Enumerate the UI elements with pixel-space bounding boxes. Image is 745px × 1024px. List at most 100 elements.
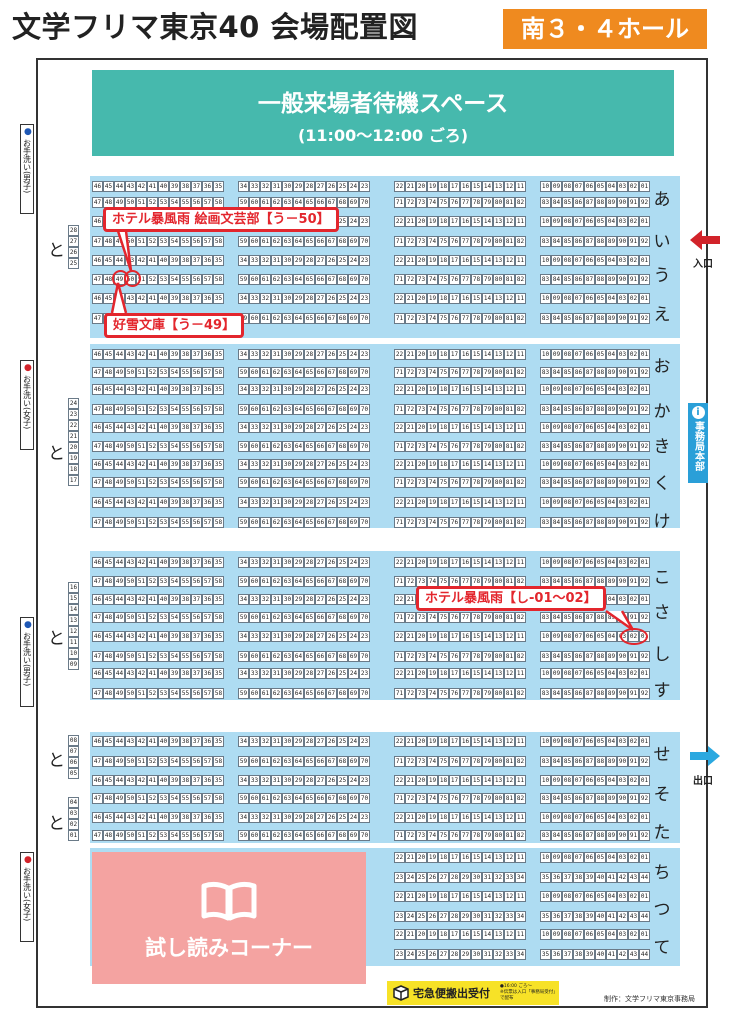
booth-cell[interactable]: 23 [359,775,370,786]
booth-cell[interactable]: 86 [573,197,584,208]
booth-cell[interactable]: 09 [551,775,562,786]
booth-cell[interactable]: 14 [482,668,493,679]
booth-cell[interactable]: 49 [114,756,125,767]
booth-cell[interactable]: 19 [427,631,438,642]
booth-cell[interactable]: 76 [449,274,460,285]
booth-cell[interactable]: 36 [202,422,213,433]
booth-cell[interactable]: 36 [551,949,562,960]
booth-cell[interactable]: 40 [158,736,169,747]
booth-cell[interactable]: 55 [180,830,191,841]
booth-cell[interactable]: 45 [103,775,114,786]
booth-cell[interactable]: 63 [282,274,293,285]
booth-cell[interactable]: 85 [562,313,573,324]
booth-cell[interactable]: 90 [617,313,628,324]
booth-cell[interactable]: 36 [202,557,213,568]
booth-cell[interactable]: 15 [471,181,482,192]
booth-cell[interactable]: 31 [271,293,282,304]
booth-cell[interactable]: 16 [460,459,471,470]
booth-cell[interactable]: 75 [438,517,449,528]
booth-cell[interactable]: 54 [169,688,180,699]
booth-cell[interactable]: 15 [471,459,482,470]
booth-cell[interactable]: 44 [114,631,125,642]
booth-cell[interactable]: 20 [416,557,427,568]
booth-cell[interactable]: 10 [540,349,551,360]
booth-cell[interactable]: 78 [471,404,482,415]
booth-cell[interactable]: 74 [427,274,438,285]
booth-cell[interactable]: 67 [326,441,337,452]
booth-cell[interactable]: 71 [394,236,405,247]
booth-cell[interactable]: 28 [304,775,315,786]
booth-cell[interactable]: 79 [482,404,493,415]
booth-cell[interactable]: 34 [238,255,249,266]
booth-cell[interactable]: 70 [359,688,370,699]
booth-cell[interactable]: 27 [315,293,326,304]
booth-cell[interactable]: 01 [639,668,650,679]
booth-cell[interactable]: 62 [271,236,282,247]
booth-cell[interactable]: 35 [540,911,551,922]
booth-cell[interactable]: 19 [427,497,438,508]
booth-cell[interactable]: 02 [628,594,639,605]
booth-cell[interactable]: 23 [359,594,370,605]
booth-cell[interactable]: 33 [249,255,260,266]
booth-cell[interactable]: 28 [304,422,315,433]
booth-cell[interactable]: 03 [617,181,628,192]
booth-cell[interactable]: 31 [271,459,282,470]
booth-cell[interactable]: 86 [573,612,584,623]
booth-cell[interactable]: 38 [180,812,191,823]
booth-cell[interactable]: 72 [405,313,416,324]
booth-cell[interactable]: 09 [551,459,562,470]
booth-cell[interactable]: 70 [359,576,370,587]
booth-cell[interactable]: 10 [540,736,551,747]
booth-cell[interactable]: 50 [125,651,136,662]
booth-cell[interactable]: 79 [482,830,493,841]
booth-cell[interactable]: 03 [617,891,628,902]
booth-cell[interactable]: 29 [293,181,304,192]
booth-cell[interactable]: 51 [136,651,147,662]
booth-cell[interactable]: 18 [438,422,449,433]
booth-cell[interactable]: 24 [68,398,79,409]
booth-cell[interactable]: 51 [136,688,147,699]
booth-cell[interactable]: 64 [293,236,304,247]
booth-cell[interactable]: 09 [551,255,562,266]
booth-cell[interactable]: 48 [103,517,114,528]
booth-cell[interactable]: 17 [449,459,460,470]
booth-cell[interactable]: 53 [158,517,169,528]
booth-cell[interactable]: 42 [136,293,147,304]
booth-cell[interactable]: 37 [191,459,202,470]
booth-cell[interactable]: 01 [639,594,650,605]
booth-cell[interactable]: 17 [449,812,460,823]
booth-cell[interactable]: 04 [606,349,617,360]
booth-cell[interactable]: 57 [202,404,213,415]
booth-cell[interactable]: 14 [482,293,493,304]
booth-cell[interactable]: 67 [326,517,337,528]
booth-cell[interactable]: 71 [394,517,405,528]
booth-cell[interactable]: 26 [326,736,337,747]
booth-cell[interactable]: 03 [617,929,628,940]
booth-cell[interactable]: 37 [191,594,202,605]
booth-cell[interactable]: 13 [68,615,79,626]
booth-cell[interactable]: 01 [639,557,650,568]
booth-cell[interactable]: 41 [147,181,158,192]
booth-cell[interactable]: 04 [606,216,617,227]
booth-cell[interactable]: 06 [68,757,79,768]
booth-cell[interactable]: 72 [405,830,416,841]
booth-cell[interactable]: 75 [438,441,449,452]
booth-cell[interactable]: 91 [628,576,639,587]
booth-cell[interactable]: 34 [238,812,249,823]
booth-cell[interactable]: 05 [595,668,606,679]
booth-cell[interactable]: 53 [158,477,169,488]
booth-cell[interactable]: 89 [606,517,617,528]
booth-cell[interactable]: 42 [136,255,147,266]
booth-cell[interactable]: 37 [191,631,202,642]
booth-cell[interactable]: 32 [260,384,271,395]
booth-cell[interactable]: 68 [337,477,348,488]
booth-cell[interactable]: 92 [639,404,650,415]
booth-cell[interactable]: 02 [628,852,639,863]
booth-cell[interactable]: 54 [169,477,180,488]
booth-cell[interactable]: 44 [114,775,125,786]
booth-cell[interactable]: 20 [416,775,427,786]
booth-cell[interactable]: 76 [449,313,460,324]
booth-cell[interactable]: 12 [504,631,515,642]
booth-cell[interactable]: 68 [337,793,348,804]
booth-cell[interactable]: 02 [628,293,639,304]
